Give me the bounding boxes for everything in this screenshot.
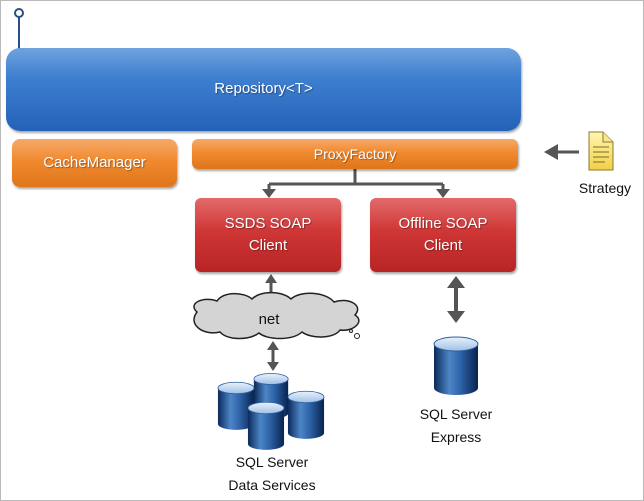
repository-box: Repository<T> [6, 48, 521, 131]
sql-express-label: SQL Server Express [401, 403, 511, 449]
ssds-soap-client-label: SSDS SOAP Client [195, 213, 341, 257]
sql-express-line2: Express [430, 429, 482, 445]
offline-soap-client-label: Offline SOAP Client [370, 213, 516, 257]
ssds-soap-client-line1: SSDS SOAP [224, 215, 312, 232]
ssds-soap-client-box: SSDS SOAP Client [195, 198, 341, 272]
database-cluster-icon [217, 373, 325, 451]
proxy-connector [262, 169, 450, 198]
repository-pin-icon [14, 8, 24, 49]
strategy-document-icon [588, 131, 614, 171]
strategy-label: Strategy [578, 180, 632, 196]
proxy-factory-label: ProxyFactory [313, 146, 397, 162]
sql-data-services-line1: SQL Server [235, 454, 309, 470]
proxy-factory-box: ProxyFactory [192, 139, 518, 169]
sql-data-services-line2: Data Services [228, 477, 316, 493]
database-icon [433, 336, 479, 396]
offline-soap-client-line1: Offline SOAP [398, 215, 488, 232]
offline-soap-client-box: Offline SOAP Client [370, 198, 516, 272]
repository-label: Repository<T> [214, 80, 313, 97]
ssds-soap-client-line2: Client [248, 237, 288, 254]
net-label: net [258, 311, 280, 328]
offline-soap-client-line2: Client [423, 237, 463, 254]
cache-manager-label: CacheManager [43, 154, 146, 171]
net-sql-arrow [267, 341, 279, 371]
sql-data-services-label: SQL Server Data Services [206, 451, 338, 497]
sql-express-line1: SQL Server [419, 406, 493, 422]
offline-express-arrow [447, 276, 465, 323]
net-cloud-shape [193, 291, 360, 340]
strategy-arrow [544, 144, 579, 160]
cache-manager-box: CacheManager [12, 139, 177, 187]
